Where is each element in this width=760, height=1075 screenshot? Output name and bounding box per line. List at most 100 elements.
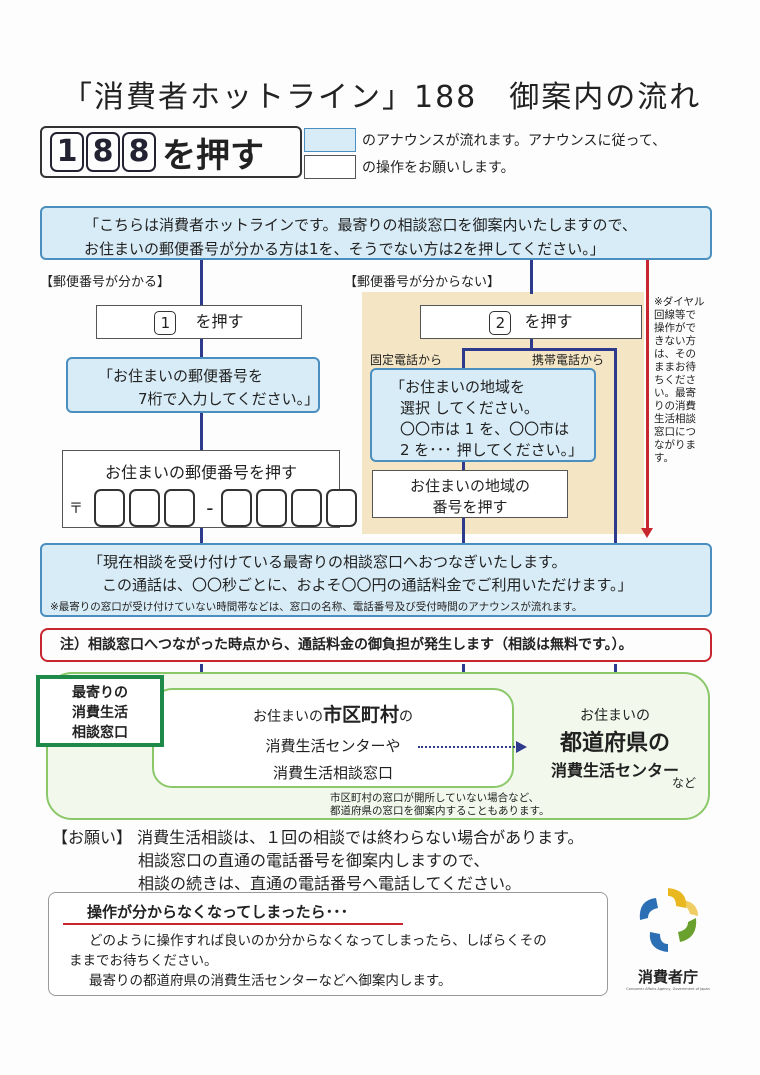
request-section: 【お願い】 消費生活相談は、１回の相談では終わらない場合があります。 相談窓口の… bbox=[52, 826, 584, 895]
prefecture-block: お住まいの 都道府県の 消費生活センター bbox=[530, 705, 700, 781]
dial-note-line: りの消費 bbox=[654, 400, 696, 412]
request-label: 【お願い】 bbox=[52, 828, 133, 847]
known-zip-label: 【郵便番号が分かる】 bbox=[40, 275, 171, 290]
region-prompt-line3: 〇〇市は 1 を、〇〇市は bbox=[400, 420, 570, 438]
connect-note: ※最寄りの窓口が受け付けていない時間帯などは、窓口の名称、電話番号及び受付時間の… bbox=[50, 601, 583, 613]
intro-announcement: 「こちらは消費者ホットラインです。最寄りの相談窓口を御案内いたしますので、 お住… bbox=[40, 206, 712, 260]
dial-note-line: す。 bbox=[654, 452, 674, 464]
press-text: を押す bbox=[162, 135, 264, 176]
municipal-line3: 消費生活相談窓口 bbox=[272, 764, 393, 782]
zip-digit[interactable] bbox=[220, 489, 252, 527]
connect-announcement: 「現在相談を受け付けている最寄りの相談窓口へおつなぎいたします。 この通話は、〇… bbox=[40, 543, 712, 617]
fallback-line1: 市区町村の窓口が開所していない場合など、 bbox=[330, 792, 540, 804]
press-2-text: を押す bbox=[524, 312, 573, 331]
region-prompt-line4: 2 を･･･ 押してください。」 bbox=[400, 441, 584, 459]
nearest-office-label: 最寄りの 消費生活 相談窓口 bbox=[36, 675, 164, 747]
caa-logo: 消費者庁 Consumer Affairs Agency, Government… bbox=[618, 880, 718, 991]
region-number-line2: 番号を押す bbox=[432, 498, 508, 516]
dial-note-line: 生活相談 bbox=[654, 413, 696, 425]
request-line3: 相談の続きは、直通の電話番号へ電話してください。 bbox=[138, 874, 522, 893]
legend-operate-swatch bbox=[304, 155, 356, 179]
region-prompt-line1: 「お住まいの地域を bbox=[390, 378, 526, 396]
nearest-line3: 相談窓口 bbox=[72, 725, 128, 741]
flow-branch-horizontal bbox=[462, 348, 616, 351]
dial-note-line: ※ダイヤル bbox=[654, 296, 705, 308]
zip-input-title: お住まいの郵便番号を押す bbox=[104, 463, 297, 482]
request-line2: 相談窓口の直通の電話番号を御案内しますので、 bbox=[138, 851, 490, 870]
zip-input-box: お住まいの郵便番号を押す 〒 - bbox=[62, 450, 357, 528]
key-2: 2 bbox=[489, 310, 512, 335]
flow-line-fixed bbox=[462, 348, 465, 368]
trouble-line2: ままでお待ちください。 bbox=[69, 953, 218, 969]
trouble-box: 操作が分からなくなってしまったら･･･ どのように操作すれば良いのか分からなくな… bbox=[48, 892, 608, 996]
trouble-line1: どのように操作すれば良いのか分からなくなってしまったら、しばらくその bbox=[89, 933, 547, 949]
dotted-arrowhead bbox=[516, 741, 527, 753]
trouble-title: 操作が分からなくなってしまったら･･･ bbox=[87, 903, 349, 921]
mobile-phone-label: 携帯電話から bbox=[532, 353, 605, 367]
dial-note-line: は、その bbox=[654, 348, 696, 360]
key-1: 1 bbox=[154, 310, 177, 335]
fallback-line2: 都道府県の窓口を御案内することもあります。 bbox=[330, 805, 550, 817]
dial-note-line: ままお待 bbox=[654, 361, 696, 373]
press-188-box: 1 8 8 を押す bbox=[40, 126, 302, 178]
legend-operate-text: の操作をお願いします。 bbox=[362, 160, 515, 176]
page-title: 「消費者ホットライン」188 御案内の流れ bbox=[62, 80, 702, 115]
zip-digit[interactable] bbox=[129, 489, 161, 527]
dial-note-line: 窓口につ bbox=[654, 426, 696, 438]
dial-note-line: きない方 bbox=[654, 335, 696, 347]
press-1-text: を押す bbox=[195, 312, 244, 331]
dial-note-line: 操作がで bbox=[654, 322, 696, 334]
zip-prompt-line1: 「お住まいの郵便番号を bbox=[98, 367, 264, 385]
dial-note-line: ちくださ bbox=[654, 374, 696, 386]
region-prompt-box: 「お住まいの地域を 選択 してください。 〇〇市は 1 を、〇〇市は 2 を･･… bbox=[370, 368, 596, 462]
postal-mark: 〒 bbox=[69, 501, 83, 517]
press-2-box: 2 を押す bbox=[420, 305, 642, 339]
flow-line-mobile bbox=[614, 348, 617, 543]
municipal-pre: お住まいの bbox=[252, 709, 323, 725]
logo-sub: Consumer Affairs Agency, Government of J… bbox=[626, 987, 710, 991]
zip-digit[interactable] bbox=[325, 489, 357, 527]
zip-digit[interactable] bbox=[164, 489, 196, 527]
zip-digit[interactable] bbox=[94, 489, 126, 527]
municipal-big: 市区町村 bbox=[322, 704, 399, 726]
flow-line-right-split bbox=[530, 338, 533, 350]
unknown-zip-label: 【郵便番号が分からない】 bbox=[344, 275, 501, 290]
zip-digit[interactable] bbox=[290, 489, 322, 527]
region-number-line1: お住まいの地域の bbox=[409, 477, 530, 495]
dial-note-line: ながりま bbox=[654, 439, 696, 451]
red-dial-line bbox=[646, 258, 649, 530]
trouble-line3: 最寄りの都道府県の消費生活センターなどへ御案内します。 bbox=[89, 973, 452, 989]
intro-line2: お住まいの郵便番号が分かる方は1を、そうでない方は2を押してください。」 bbox=[84, 240, 605, 258]
caa-logo-icon bbox=[639, 888, 698, 952]
dial-note-line: 回線等で bbox=[654, 309, 696, 321]
region-prompt-line2: 選択 してください。 bbox=[400, 399, 539, 417]
nearest-line2: 消費生活 bbox=[72, 705, 128, 721]
legend-announce-swatch bbox=[304, 128, 356, 152]
trouble-underline bbox=[63, 923, 403, 925]
municipal-line2: 消費生活センターや bbox=[265, 737, 401, 755]
logo-name: 消費者庁 bbox=[637, 968, 698, 986]
connect-line1: 「現在相談を受け付けている最寄りの相談窓口へおつなぎいたします。 bbox=[88, 553, 567, 571]
zip-prompt-box: 「お住まいの郵便番号を 7桁で入力してください。」 bbox=[66, 357, 320, 413]
prefecture-suffix: など bbox=[672, 776, 697, 790]
municipal-post: の bbox=[399, 709, 413, 725]
dial-line-note: ※ダイヤル回線等で操作ができない方は、そのままお待ちください。最寄りの消費生活相… bbox=[654, 296, 704, 465]
digit-1: 1 bbox=[50, 132, 84, 172]
intro-line1: 「こちらは消費者ホットラインです。最寄りの相談窓口を御案内いたしますので、 bbox=[84, 216, 637, 234]
prefecture-line3: 消費生活センター bbox=[550, 761, 679, 780]
flow-line-region bbox=[462, 460, 465, 472]
nearest-line1: 最寄りの bbox=[72, 685, 128, 701]
legend-announce-text: のアナウンスが流れます。アナウンスに従って、 bbox=[362, 133, 667, 149]
fixed-phone-label: 固定電話から bbox=[370, 353, 443, 367]
red-arrowhead bbox=[641, 528, 653, 538]
charge-warning: 注）相談窓口へつながった時点から、通話料金の御負担が発生します（相談は無料です。… bbox=[40, 628, 712, 662]
dial-note-line: い。最寄 bbox=[654, 387, 696, 399]
prefecture-pre: お住まいの bbox=[580, 708, 650, 724]
flow-line-region-down bbox=[462, 516, 465, 544]
flow-line-right-top bbox=[530, 258, 533, 294]
press-1-box: 1 を押す bbox=[96, 305, 302, 339]
zip-dash: - bbox=[206, 496, 214, 520]
zip-digit[interactable] bbox=[255, 489, 287, 527]
request-line1: 消費生活相談は、１回の相談では終わらない場合があります。 bbox=[137, 828, 584, 847]
municipal-box: お住まいの市区町村の 消費生活センターや 消費生活相談窓口 bbox=[152, 688, 514, 788]
